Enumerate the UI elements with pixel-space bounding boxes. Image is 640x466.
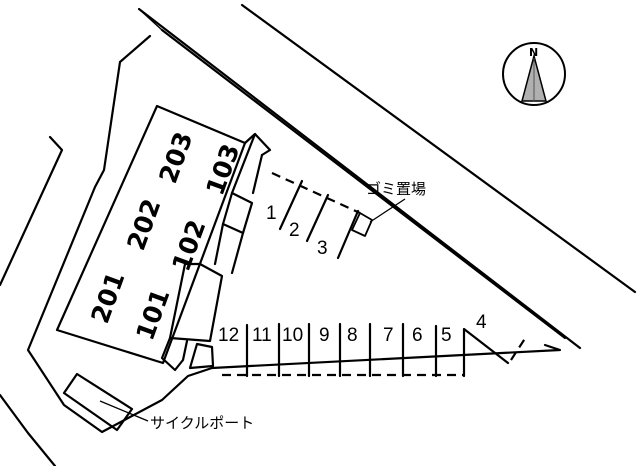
garbage-area-label: ゴミ置場: [366, 180, 426, 198]
stall-7: 7: [383, 325, 394, 346]
stall-6: 6: [412, 325, 423, 346]
stall-9: 9: [319, 325, 330, 346]
bicycle-port-label: サイクルポート: [150, 414, 254, 432]
unit-103: 103: [200, 140, 245, 199]
parking-top: 1 2 3 ゴミ置場: [266, 171, 426, 260]
unit-201: 201: [85, 268, 130, 327]
road-boundary: [137, 3, 637, 350]
stall-11: 11: [252, 325, 272, 346]
building: [55, 104, 272, 372]
stall-3: 3: [317, 238, 328, 259]
north-compass: N: [502, 42, 566, 106]
stall-8: 8: [347, 325, 358, 346]
stall-10: 10: [282, 325, 303, 346]
site-boundary-left: [0, 34, 562, 466]
parking-bottom: 12 11 10 9 8 7 6 5 4: [188, 312, 527, 378]
stall-1: 1: [266, 203, 277, 224]
unit-101: 101: [130, 285, 175, 344]
stall-12: 12: [218, 325, 239, 346]
bicycle-port: サイクルポート: [62, 372, 254, 432]
unit-203: 203: [153, 128, 198, 187]
stall-5: 5: [441, 325, 452, 346]
unit-202: 202: [121, 195, 166, 254]
stall-4: 4: [476, 312, 487, 333]
stall-2: 2: [289, 220, 300, 241]
north-label: N: [529, 46, 538, 59]
